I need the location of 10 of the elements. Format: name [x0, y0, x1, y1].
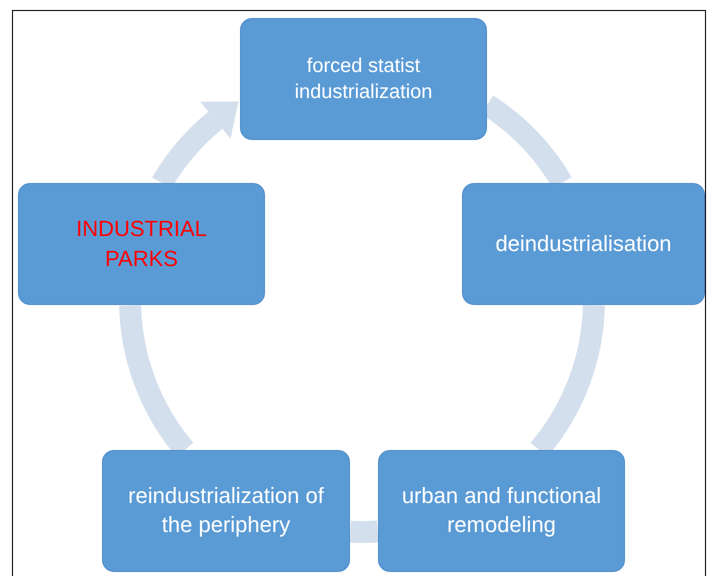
box-label: INDUSTRIAL PARKS — [75, 215, 208, 273]
process-box — [102, 450, 350, 572]
box-label: deindustrialisation — [495, 230, 672, 258]
process-box — [18, 183, 265, 305]
box-label: urban and functional remodeling — [402, 482, 602, 539]
process-box — [240, 18, 487, 140]
box-label: forced statist industrialization — [294, 54, 434, 105]
process-box — [462, 183, 705, 305]
box-label: reindustrialization of the periphery — [127, 482, 325, 539]
process-box — [378, 450, 625, 572]
